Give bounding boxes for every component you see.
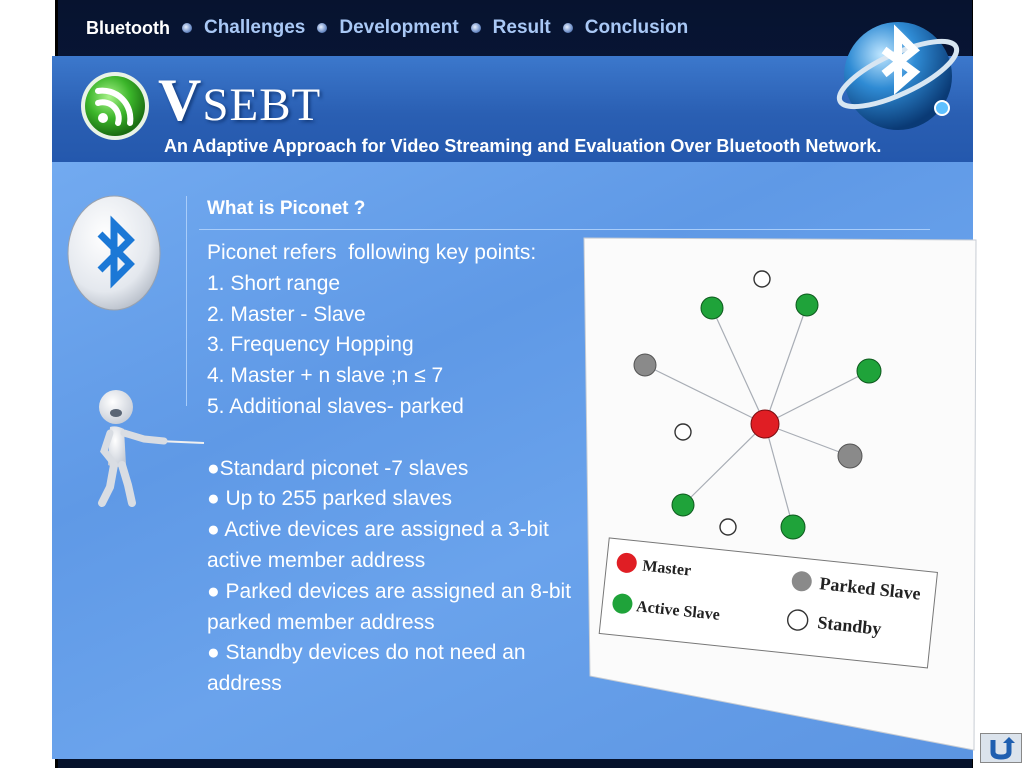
active-slave-node xyxy=(856,358,882,384)
nav-development[interactable]: Development xyxy=(339,17,459,38)
body-line: 1. Short range xyxy=(207,271,341,295)
standby-node xyxy=(719,518,737,536)
legend-box xyxy=(598,537,938,669)
body-line: ● Parked devices are assigned an 8-bit p… xyxy=(207,579,577,634)
body-line: ● Standby devices do not need an address xyxy=(207,641,532,696)
active-slave-node xyxy=(671,493,695,517)
diagram-panel xyxy=(583,237,977,751)
nav-bullet-icon xyxy=(470,23,481,33)
piconet-diagram: Master Active Slave Parked Slave Standby xyxy=(583,237,977,751)
body-line xyxy=(207,423,587,454)
legend-standby-swatch xyxy=(786,609,809,631)
legend-active-swatch xyxy=(612,593,633,614)
active-slave-node xyxy=(795,293,819,317)
left-margin xyxy=(0,0,55,768)
active-slave-node xyxy=(700,296,724,320)
standby-node xyxy=(753,270,771,288)
legend-master-label: Master xyxy=(642,558,692,580)
body-line: 2. Master - Slave xyxy=(207,302,366,326)
master-node xyxy=(750,409,780,439)
bluetooth-egg-icon xyxy=(67,195,161,311)
app-title: VSEBT xyxy=(158,66,321,135)
return-button[interactable] xyxy=(980,733,1022,763)
top-navigation: Bluetooth Challenges Development Result … xyxy=(58,0,972,56)
body-line: 4. Master + n slave ;n ≤ 7 xyxy=(207,364,444,388)
title-banner xyxy=(52,56,973,162)
return-icon xyxy=(990,737,1015,760)
nav-challenges[interactable]: Challenges xyxy=(203,17,306,38)
divider-horizontal xyxy=(199,229,930,230)
nav-bullet-icon xyxy=(317,23,328,33)
parked-slave-node xyxy=(837,443,863,469)
link-lines xyxy=(644,304,870,528)
rss-icon xyxy=(81,72,149,140)
title-rest: SEBT xyxy=(202,79,322,131)
body-line: ● Up to 255 parked slaves xyxy=(207,487,452,511)
standby-node xyxy=(674,423,692,441)
stick-figure-pointer-icon xyxy=(98,390,205,507)
legend-parked-swatch xyxy=(791,571,812,592)
active-slave-node xyxy=(780,514,806,540)
body-line: ●Standard piconet -7 slaves xyxy=(207,456,469,480)
legend: Master Active Slave Parked Slave Standby xyxy=(598,537,938,669)
nav-bullet-icon xyxy=(181,23,192,33)
parked-slave-node xyxy=(633,353,657,377)
bluetooth-globe-icon xyxy=(836,22,960,130)
body-line: ● Active devices are assigned a 3-bit ac… xyxy=(207,518,555,572)
nav-bullet-icon xyxy=(562,23,573,33)
divider-vertical xyxy=(186,196,187,406)
nav-result[interactable]: Result xyxy=(492,17,551,38)
body-line: 3. Frequency Hopping xyxy=(207,333,414,357)
right-margin xyxy=(973,0,1024,768)
slide-heading: What is Piconet ? xyxy=(207,198,366,219)
slide-body: Piconet refers following key points: 1. … xyxy=(207,238,587,700)
title-initial: V xyxy=(158,67,203,133)
nav-conclusion[interactable]: Conclusion xyxy=(584,17,689,38)
legend-master-swatch xyxy=(616,552,637,573)
body-line: 5. Additional slaves- parked xyxy=(207,394,464,418)
app-subtitle: An Adaptive Approach for Video Streaming… xyxy=(164,136,882,156)
body-line: Piconet refers following key points: xyxy=(207,241,537,264)
nav-bluetooth[interactable]: Bluetooth xyxy=(86,17,170,38)
